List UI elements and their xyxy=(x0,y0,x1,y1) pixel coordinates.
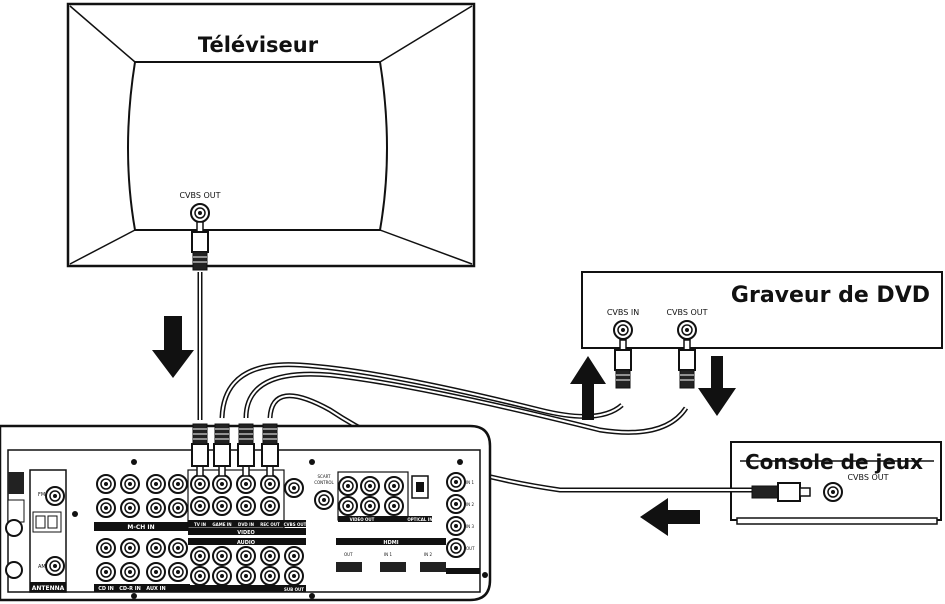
dvd-cvbs-out-jack xyxy=(677,320,697,340)
scart-label: SCART xyxy=(318,474,332,479)
console-body xyxy=(730,441,942,521)
game-in-label: GAME IN xyxy=(212,522,231,527)
dvd-in-video-jack xyxy=(236,474,256,494)
scart-control-jack xyxy=(314,490,334,510)
tv-in-label: TV IN xyxy=(194,522,206,527)
game-in-video-jack xyxy=(212,474,232,494)
cvbs-out-jack xyxy=(284,478,304,498)
video-label: VIDEO xyxy=(237,530,255,536)
cd-r-in-label: CD-R IN xyxy=(119,586,141,592)
hdmi-in1-port xyxy=(380,562,406,572)
right-jacks: IN 1 IN 2 IN 3 OUT xyxy=(446,472,480,574)
in3-label: IN 3 xyxy=(466,524,474,529)
tv: Téléviseur CVBS OUT xyxy=(66,2,476,268)
av-receiver: FM AM ANTENNA M-CH IN CD IN CD-R IN xyxy=(0,424,492,602)
hdmi-in2-label: IN 2 xyxy=(424,552,432,557)
mch-in-block: M-CH IN CD IN CD-R IN AUX IN xyxy=(94,474,190,592)
dvd-title: Graveur de DVD xyxy=(731,283,930,308)
video-out-label: VIDEO OUT xyxy=(350,517,375,522)
tv-port-label: CVBS OUT xyxy=(179,191,220,200)
dvd-in-label: DVD IN xyxy=(238,522,254,527)
audio-label: AUDIO xyxy=(237,540,255,546)
game-console: Console de jeux CVBS OUT xyxy=(730,441,942,525)
antenna-label: ANTENNA xyxy=(32,585,65,592)
arrow-left-console-icon xyxy=(640,498,700,536)
console-plug-icon xyxy=(751,482,811,502)
in1-label: IN 1 xyxy=(466,480,474,485)
sub-out-label: SUB OUT xyxy=(284,587,304,592)
video-out-block: VIDEO OUT OPTICAL IN xyxy=(337,471,433,522)
am-label: AM xyxy=(38,564,46,570)
scart-block: SCART CONTROL xyxy=(314,474,335,510)
control-label: CONTROL xyxy=(314,480,334,485)
tv-screen xyxy=(127,61,388,231)
tv-cvbs-out-jack xyxy=(190,203,210,223)
dvd-port-out-label: CVBS OUT xyxy=(666,308,707,317)
rec-out-video-jack xyxy=(260,474,280,494)
tv-in-video-jack xyxy=(190,474,210,494)
hdmi-out-port xyxy=(336,562,362,572)
tv-title: Téléviseur xyxy=(198,33,319,57)
video-audio-block: TV IN GAME IN DVD IN REC OUT VIDEO AUDIO… xyxy=(187,469,307,592)
cvbs-out-label: CVBS OUT xyxy=(284,522,307,527)
hdmi-in2-port xyxy=(420,562,446,572)
mch-in-label: M-CH IN xyxy=(127,524,154,531)
am-jack xyxy=(45,556,65,576)
dvd-body xyxy=(581,271,943,349)
dvd-recorder: Graveur de DVD CVBS IN CVBS OUT xyxy=(581,271,943,349)
out-label: OUT xyxy=(466,546,475,551)
hdmi-block: HDMI OUT IN 1 IN 2 xyxy=(336,538,446,572)
dvd-port-in-label: CVBS IN xyxy=(607,308,639,317)
optical-label: OPTICAL IN xyxy=(407,517,432,522)
rec-out-label: REC OUT xyxy=(260,522,280,527)
fm-jack xyxy=(45,486,65,506)
hdmi-in1-label: IN 1 xyxy=(384,552,392,557)
speaker-terminals xyxy=(5,472,25,579)
arrow-up-dvd-icon xyxy=(570,356,606,420)
antenna-block: FM AM ANTENNA xyxy=(29,469,67,593)
arrow-down-dvd-icon xyxy=(698,356,736,416)
arrow-down-tv-icon xyxy=(152,316,194,378)
cd-in-label: CD IN xyxy=(98,586,114,592)
in2-label: IN 2 xyxy=(466,502,474,507)
aux-in-label: AUX IN xyxy=(146,586,165,592)
hdmi-label: HDMI xyxy=(383,540,398,546)
console-port-label: CVBS OUT xyxy=(847,473,888,482)
console-title: Console de jeux xyxy=(745,450,923,474)
fm-label: FM xyxy=(38,492,45,498)
arrows xyxy=(152,316,736,536)
hdmi-out-label: OUT xyxy=(344,552,353,557)
dvd-cvbs-in-jack xyxy=(613,320,633,340)
console-cvbs-out-jack xyxy=(823,482,843,502)
